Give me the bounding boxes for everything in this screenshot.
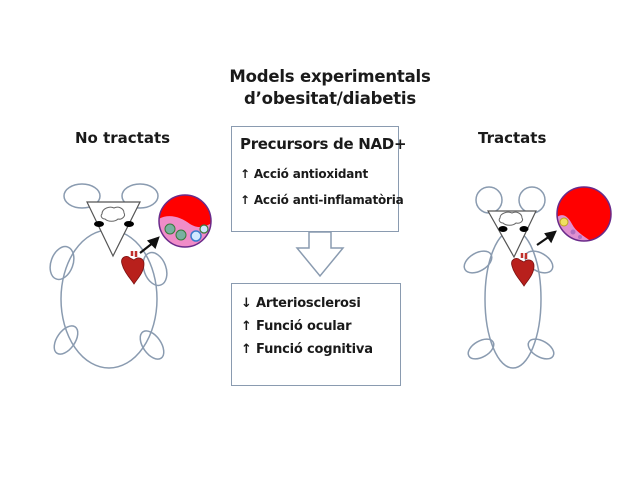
mouse-right-foot: [139, 330, 165, 360]
up-arrow-icon: ↑: [241, 342, 252, 357]
mouse-right-foot: [527, 338, 555, 360]
brain-icon: [498, 211, 523, 226]
untreated-mouse-head: [86, 201, 141, 258]
mouse-left-foot: [467, 338, 495, 360]
outcome-item: ↑ Funció cognitiva: [241, 342, 373, 357]
foam-cell: [164, 223, 209, 242]
treatment-item: ↑ Acció antioxidant: [240, 167, 369, 181]
title-line-2: d’obesitat/diabetis: [244, 89, 416, 108]
arrow-to-vessel-left: [139, 236, 160, 254]
diagram-title: Models experimentals d’obesitat/diabetis: [200, 66, 460, 110]
title-line-1: Models experimentals: [229, 67, 431, 86]
mouse-right-ear: [121, 183, 159, 209]
treatment-item: ↑ Acció anti-inflamatòria: [240, 193, 404, 207]
mouse-left-eye: [498, 226, 508, 232]
down-arrow-icon: ↓: [241, 296, 252, 311]
brain-icon: [100, 206, 125, 222]
mouse-head-triangle: [486, 210, 537, 259]
down-flow-arrow: [295, 231, 345, 278]
mouse-left-foot: [53, 325, 79, 355]
treatment-heading: Precursors de NAD+: [240, 135, 407, 153]
treatment-box: Precursors de NAD+ ↑ Acció antioxidant ↑…: [231, 126, 407, 232]
mouse-head-triangle: [86, 201, 141, 258]
outcome-box: ↓ Arteriosclerosi ↑ Funció ocular ↑ Func…: [231, 283, 401, 386]
outcome-item: ↓ Arteriosclerosi: [241, 296, 361, 311]
heart-icon: [511, 253, 535, 287]
treated-vessel-section: [556, 186, 612, 242]
mouse-left-eye: [94, 221, 104, 227]
mouse-left-ear: [475, 186, 503, 214]
foam-cell: [559, 217, 582, 239]
outcome-item: ↑ Funció ocular: [241, 319, 352, 334]
heart-icon: [121, 251, 145, 285]
up-arrow-icon: ↑: [241, 319, 252, 334]
mouse-right-eye: [519, 226, 529, 232]
treated-mouse-head: [486, 210, 537, 259]
mouse-left-ear: [63, 183, 101, 209]
mouse-left-arm: [49, 245, 75, 281]
untreated-vessel-section: [158, 194, 212, 248]
mouse-left-arm: [463, 250, 493, 274]
mouse-right-arm: [142, 251, 168, 287]
mouse-right-eye: [124, 221, 134, 227]
treated-label: Tractats: [478, 129, 547, 147]
up-arrow-icon: ↑: [240, 167, 250, 181]
up-arrow-icon: ↑: [240, 193, 250, 207]
arrow-to-vessel-right: [536, 230, 557, 246]
mouse-right-ear: [518, 186, 546, 214]
untreated-label: No tractats: [75, 129, 171, 147]
